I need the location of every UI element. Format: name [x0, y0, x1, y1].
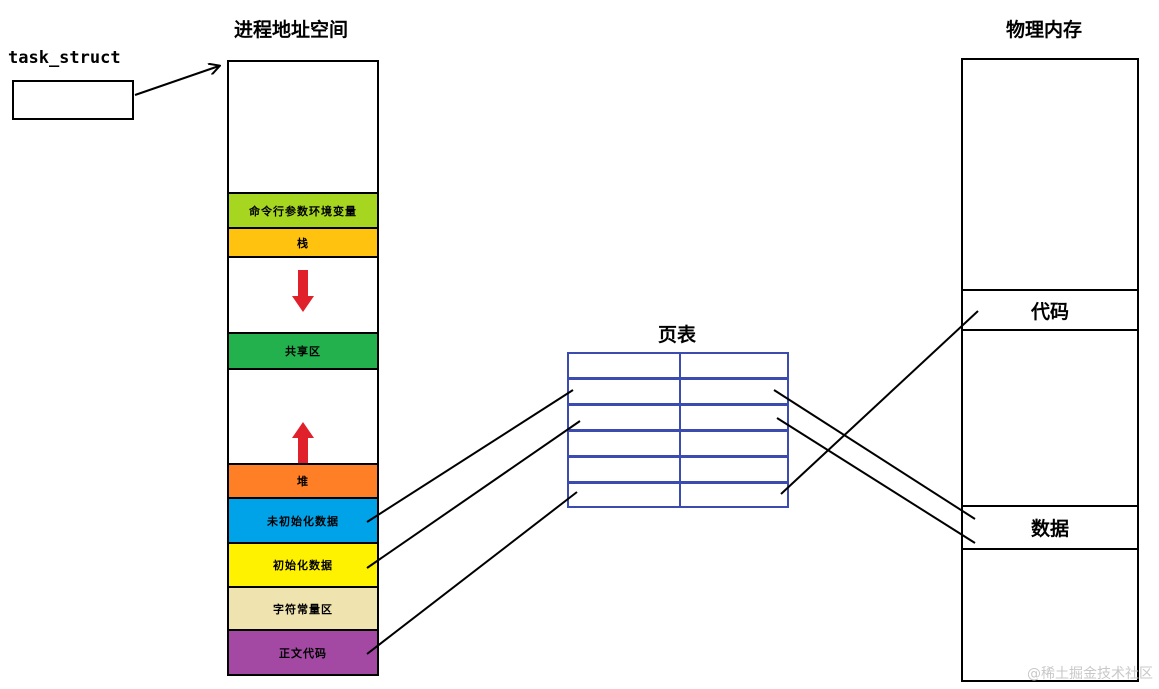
line-pagetable-to-data-2 — [776, 417, 976, 544]
memory-data-label: 数据 — [1030, 518, 1069, 540]
segment-rodata: 字符常量区 — [229, 586, 377, 629]
page-table-row-divider — [569, 403, 787, 406]
physical-memory-title: 物理内存 — [1006, 19, 1083, 41]
down-arrow-icon — [292, 270, 314, 312]
task-struct-box — [12, 80, 134, 120]
page-table-row-divider — [569, 455, 787, 458]
segment-stack: 栈 — [229, 227, 377, 256]
segment-text-label: 正文代码 — [279, 646, 327, 660]
watermark: @稀土掘金技术社区 — [1027, 666, 1153, 682]
segment-data: 初始化数据 — [229, 542, 377, 586]
segment-bss: 未初始化数据 — [229, 497, 377, 542]
line-text-to-pagetable — [366, 491, 578, 655]
page-table-row-divider — [569, 429, 787, 432]
page-table-row-divider — [569, 377, 787, 380]
segment-heap: 堆 — [229, 463, 377, 497]
segment-gap-lower — [229, 368, 377, 464]
task-struct-arrow — [134, 66, 219, 96]
segment-stack-label: 栈 — [297, 236, 309, 250]
physical-memory-column: 代码 数据 — [961, 58, 1139, 682]
segment-bss-label: 未初始化数据 — [267, 514, 339, 528]
page-table-title: 页表 — [658, 324, 697, 346]
memory-data: 数据 — [961, 505, 1139, 550]
segment-cmdline-label: 命令行参数环境变量 — [249, 204, 357, 218]
segment-rodata-label: 字符常量区 — [273, 602, 333, 616]
address-space-column: 命令行参数环境变量 栈 共享区 堆 未初始化数据 初始化数据 字符常量区 正文代… — [227, 60, 379, 676]
line-pagetable-to-data-1 — [773, 389, 976, 520]
address-space-title: 进程地址空间 — [234, 19, 349, 41]
segment-shared: 共享区 — [229, 332, 377, 368]
segment-gap-upper — [229, 256, 377, 332]
line-bss-to-pagetable — [366, 389, 574, 523]
segment-heap-label: 堆 — [297, 475, 309, 488]
task-struct-label: task_struct — [8, 48, 121, 68]
segment-text: 正文代码 — [229, 629, 377, 674]
page-table-row-divider — [569, 481, 787, 484]
line-data-to-pagetable — [366, 420, 581, 569]
segment-data-label: 初始化数据 — [273, 559, 333, 572]
memory-code: 代码 — [961, 289, 1139, 331]
up-arrow-icon — [292, 421, 314, 464]
page-table — [567, 352, 789, 508]
memory-code-label: 代码 — [1030, 300, 1069, 323]
line-pagetable-to-code — [780, 310, 979, 495]
segment-cmdline: 命令行参数环境变量 — [229, 192, 377, 227]
segment-shared-label: 共享区 — [285, 345, 321, 358]
